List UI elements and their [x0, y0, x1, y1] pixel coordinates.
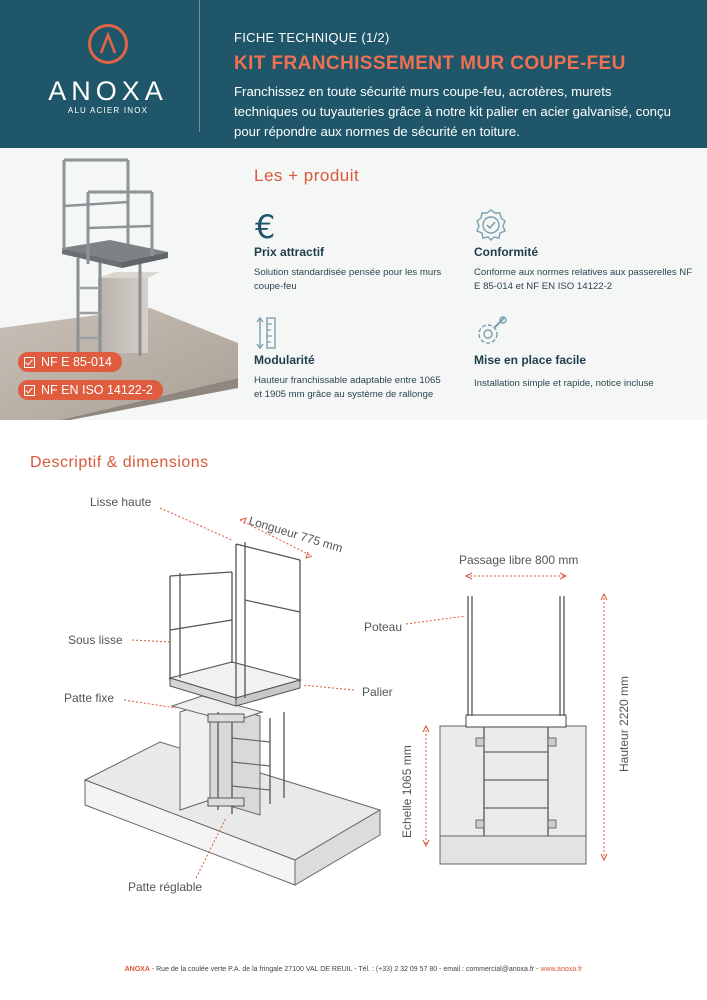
page-title: KIT FRANCHISSEMENT MUR COUPE-FEU: [234, 53, 626, 74]
feature-desc-modularite: Hauteur franchissable adaptable entre 10…: [254, 375, 441, 400]
checkbox-icon: [24, 356, 35, 368]
feature-title-prix: Prix attractif: [254, 245, 325, 259]
feature-desc-prix: Solution standardisée pensée pour les mu…: [254, 267, 442, 292]
label-patte-reglable: Patte réglable: [128, 880, 202, 894]
feature-desc-mise-en-place: Installation simple et rapide, notice in…: [474, 378, 654, 389]
feature-title-modularite: Modularité: [254, 353, 315, 367]
tools-icon: [478, 316, 507, 344]
anoxa-logo-icon: [88, 24, 128, 64]
label-lisse-haute: Lisse haute: [90, 495, 152, 509]
certificate-icon: [476, 209, 506, 241]
brand-tagline: ALU ACIER INOX: [67, 106, 149, 115]
label-longueur: Longueur 775 mm: [247, 513, 344, 555]
badge-label: NF E 85-014: [41, 355, 112, 369]
intro-text: Franchissez en toute sécurité murs coupe…: [234, 84, 671, 139]
label-echelle: Echelle 1065 mm: [400, 745, 414, 838]
footer-website-link[interactable]: www.anoxa.fr: [540, 966, 583, 973]
label-passage-libre: Passage libre 800 mm: [459, 553, 578, 567]
footer-brand: ANOXA: [124, 966, 150, 973]
sheet-kicker: FICHE TECHNIQUE (1/2): [234, 30, 390, 45]
section-title-plus: Les + produit: [254, 166, 360, 185]
feature-title-mise-en-place: Mise en place facile: [474, 353, 587, 367]
brand-logo-text: ANOXA: [48, 76, 168, 106]
feature-desc-conformite: Conforme aux normes relatives aux passer…: [474, 267, 693, 292]
section-title-descriptif: Descriptif & dimensions: [30, 454, 209, 471]
svg-text:€: €: [255, 208, 275, 242]
header-divider: [199, 0, 200, 132]
feature-title-conformite: Conformité: [474, 245, 538, 259]
label-sous-lisse: Sous lisse: [68, 633, 123, 647]
footer: ANOXA - Rue de la coulée verte P.A. de l…: [0, 966, 707, 973]
technical-diagram: Lisse haute Longueur 775 mm Sous lisse P…: [64, 495, 631, 894]
footer-address: - Rue de la coulée verte P.A. de la frin…: [149, 966, 541, 973]
euro-icon: €: [255, 208, 275, 242]
ruler-icon: [256, 316, 276, 350]
label-hauteur: Hauteur 2220 mm: [617, 676, 631, 772]
label-patte-fixe: Patte fixe: [64, 691, 114, 705]
badge-label: NF EN ISO 14122-2: [41, 383, 153, 397]
norm-badge-nf-en-iso-14122-2: NF EN ISO 14122-2: [18, 380, 163, 400]
header-banner: ANOXA ALU ACIER INOX FICHE TECHNIQUE (1/…: [0, 0, 707, 148]
label-poteau: Poteau: [364, 620, 402, 634]
checkbox-icon: [24, 384, 35, 396]
label-palier: Palier: [362, 685, 393, 699]
norm-badge-nf-e-85-014: NF E 85-014: [18, 352, 122, 372]
